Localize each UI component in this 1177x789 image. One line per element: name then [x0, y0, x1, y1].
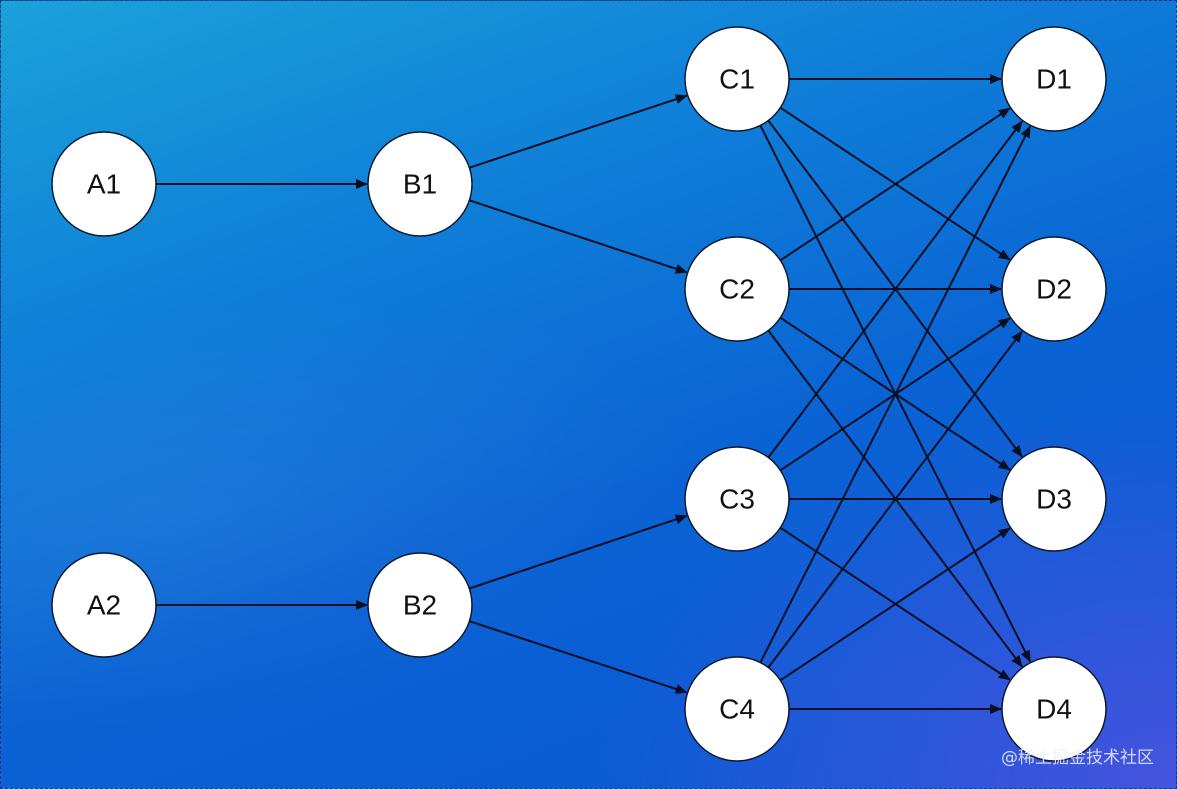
- node-label: D3: [1036, 484, 1072, 515]
- node-circle: [684, 446, 790, 552]
- node-label: A2: [87, 590, 121, 621]
- node-a2: A2: [51, 552, 157, 658]
- node-d3: D3: [1001, 446, 1107, 552]
- node-circle: [51, 552, 157, 658]
- edge-b2-c4: [469, 620, 688, 694]
- edge-b2-c3: [468, 514, 688, 590]
- watermark-text: @稀土掘金技术社区: [1001, 748, 1154, 768]
- node-d2: D2: [1001, 236, 1107, 342]
- node-circle: [684, 656, 790, 762]
- node-circle: [1001, 656, 1107, 762]
- node-label: B2: [403, 590, 437, 621]
- node-label: D1: [1036, 64, 1072, 95]
- edge-b1-c2: [469, 199, 688, 274]
- node-label: D2: [1036, 274, 1072, 305]
- node-a1: A1: [51, 131, 157, 237]
- edge-c4-d3: [779, 527, 1011, 682]
- node-c2: C2: [684, 236, 790, 342]
- edges-layer: [156, 74, 1032, 714]
- node-circle: [1001, 236, 1107, 342]
- node-label: C2: [719, 274, 755, 305]
- node-d1: D1: [1001, 26, 1107, 132]
- node-b1: B1: [367, 131, 473, 237]
- node-circle: [51, 131, 157, 237]
- node-label: B1: [403, 169, 437, 200]
- node-label: D4: [1036, 694, 1072, 725]
- node-c3: C3: [684, 446, 790, 552]
- node-circle: [684, 236, 790, 342]
- node-c4: C4: [684, 656, 790, 762]
- edge-b1-c1: [469, 94, 688, 169]
- node-b2: B2: [367, 552, 473, 658]
- node-circle: [684, 26, 790, 132]
- edge-c3-d1: [767, 120, 1023, 459]
- node-circle: [367, 552, 473, 658]
- edge-c2-d1: [779, 107, 1011, 262]
- node-circle: [1001, 26, 1107, 132]
- edge-c4-d2: [767, 330, 1023, 669]
- node-circle: [1001, 446, 1107, 552]
- node-label: C3: [719, 484, 755, 515]
- node-d4: D4: [1001, 656, 1107, 762]
- edge-c4-d1: [759, 125, 1032, 663]
- node-c1: C1: [684, 26, 790, 132]
- node-label: C1: [719, 64, 755, 95]
- node-label: A1: [87, 169, 121, 200]
- node-label: C4: [719, 694, 755, 725]
- node-circle: [367, 131, 473, 237]
